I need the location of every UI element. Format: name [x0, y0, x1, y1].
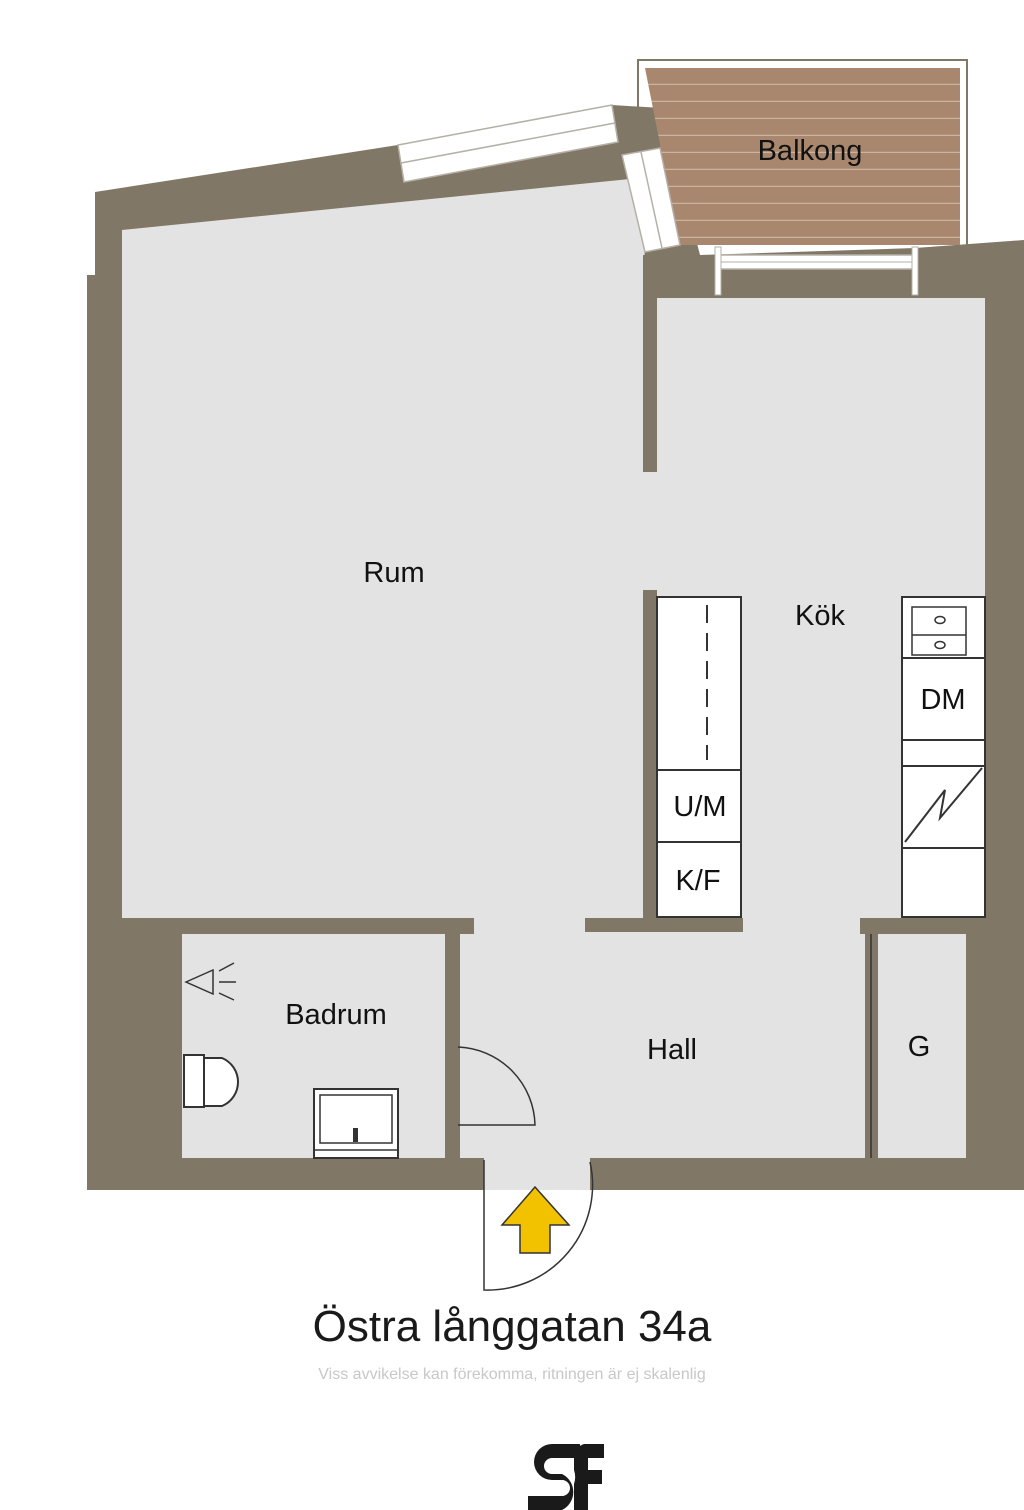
washbasin-icon	[313, 1088, 399, 1159]
bathroom-door	[457, 1046, 536, 1126]
doors	[457, 934, 872, 1291]
room-label-garderob: G	[908, 1031, 931, 1063]
balcony	[637, 59, 968, 245]
room-label-rum: Rum	[363, 557, 424, 589]
living-room-floor	[122, 178, 657, 918]
kitchen-counter	[901, 596, 986, 918]
toilet-icon	[183, 1054, 239, 1108]
entrance-arrow-icon	[500, 1185, 571, 1254]
entrance-door	[483, 1160, 594, 1291]
shower-icon	[184, 962, 236, 1001]
wardrobe-floor	[878, 934, 966, 1158]
disclaimer-text: Viss avvikelse kan förekomma, ritningen …	[318, 1366, 706, 1383]
floor-plan: Balkong Rum Kök DM U/M K/F Badrum Hall G	[87, 59, 1024, 1291]
floors	[122, 178, 985, 1190]
appliance-label-dishwasher: DM	[920, 684, 965, 716]
room-label-badrum: Badrum	[285, 999, 387, 1031]
kitchen-island	[656, 596, 742, 918]
stove-lightning-icon	[904, 767, 983, 843]
room-label-kok: Kök	[795, 600, 845, 632]
hall-floor	[460, 918, 865, 1158]
appliance-label-washer-dryer: U/M	[673, 791, 726, 823]
appliance-label-fridge-freezer: K/F	[675, 865, 720, 897]
room-labels: Balkong Rum Kök DM U/M K/F Badrum Hall G	[285, 135, 965, 1066]
sink	[911, 606, 967, 656]
company-logo-icon	[528, 1444, 604, 1510]
windows	[397, 104, 919, 296]
room-label-hall: Hall	[647, 1034, 697, 1066]
address-title: Östra långgatan 34a	[312, 1302, 712, 1351]
interior-walls	[122, 255, 1024, 1190]
entrance-floor	[484, 1158, 590, 1190]
room-label-balkong: Balkong	[758, 135, 863, 167]
bathroom-fixtures	[183, 962, 399, 1159]
